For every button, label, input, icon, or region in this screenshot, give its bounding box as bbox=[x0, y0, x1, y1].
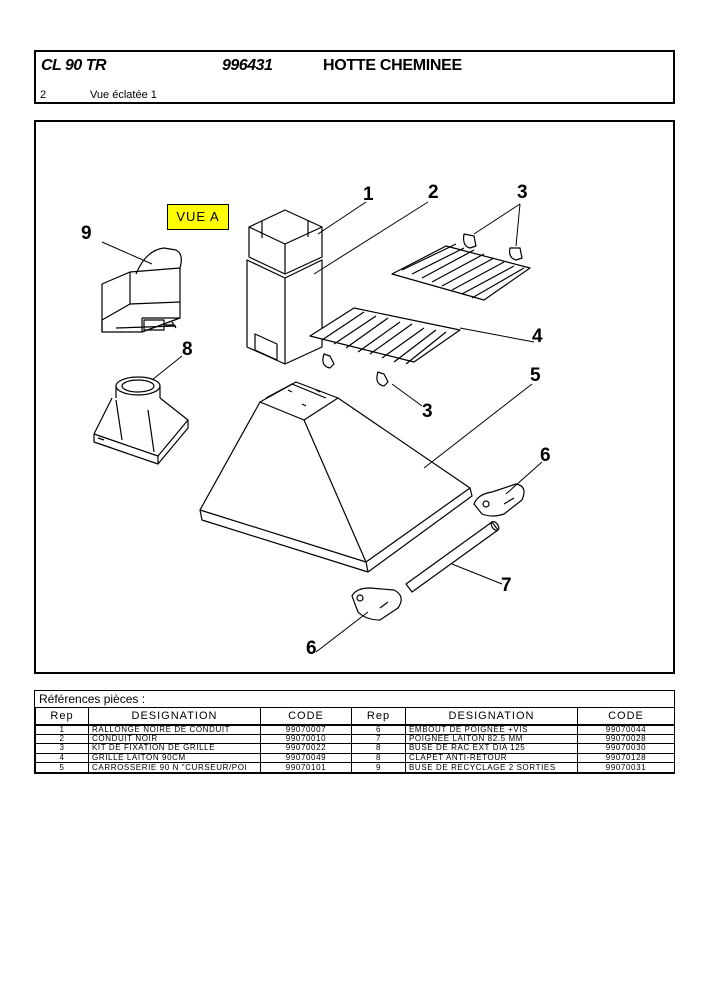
exploded-view-drawing: VUE A 1 2 3 9 4 8 5 3 6 7 6 bbox=[34, 120, 675, 674]
callout-3-top: 3 bbox=[517, 182, 528, 203]
designation-cell: CARROSSERIE 90 N "CURSEUR/POI bbox=[88, 762, 261, 773]
callout-5: 5 bbox=[530, 365, 541, 386]
code-cell: 99070049 bbox=[260, 753, 352, 764]
duct-drawing bbox=[246, 259, 323, 365]
rep-cell: 6 bbox=[351, 724, 406, 735]
rep-cell: 2 bbox=[35, 734, 89, 745]
view-title: Vue éclatée 1 bbox=[90, 89, 157, 101]
handle-end-drawing bbox=[351, 483, 525, 621]
code-cell: 99070101 bbox=[260, 762, 352, 773]
rep-cell: 9 bbox=[351, 762, 406, 773]
callout-1: 1 bbox=[363, 184, 374, 205]
parts-title: Références pièces : bbox=[39, 692, 146, 706]
rep-cell: 7 bbox=[351, 734, 406, 745]
header-rep: Rep bbox=[35, 707, 89, 726]
table-row: 2 CONDUIT NOIR 99070010 7 POIGNEE LAITON… bbox=[35, 734, 675, 745]
rep-cell: 8 bbox=[351, 743, 406, 754]
designation-cell: RALLONGE NOIRE DE CONDUIT bbox=[88, 724, 261, 735]
exploded-view-svg bbox=[93, 201, 543, 653]
header-designation: DESIGNATION bbox=[88, 707, 261, 726]
grille-drawing bbox=[309, 243, 531, 365]
code-cell: 99070022 bbox=[260, 743, 352, 754]
table-row: 4 GRILLE LAITON 90CM 99070049 8 CLAPET A… bbox=[35, 753, 675, 764]
model-name: CL 90 TR bbox=[41, 57, 107, 74]
callout-9: 9 bbox=[81, 223, 92, 244]
table-row: 3 KIT DE FIXATION DE GRILLE 99070022 8 B… bbox=[35, 743, 675, 754]
header-code: CODE bbox=[260, 707, 352, 726]
designation-cell: BUSE DE RECYCLAGE 2 SORTIES bbox=[405, 762, 578, 773]
code-cell: 99070028 bbox=[577, 734, 675, 745]
header-designation: DESIGNATION bbox=[405, 707, 578, 726]
callout-7: 7 bbox=[501, 575, 512, 596]
rep-cell: 1 bbox=[35, 724, 89, 735]
callout-6-bottom: 6 bbox=[306, 638, 317, 659]
handle-rod-drawing bbox=[405, 520, 500, 593]
parts-table-header: Rep DESIGNATION CODE Rep DESIGNATION COD… bbox=[35, 707, 675, 726]
header-code: CODE bbox=[577, 707, 675, 726]
callout-4: 4 bbox=[532, 326, 543, 347]
recycling-nozzle-drawing bbox=[101, 247, 182, 333]
callout-8: 8 bbox=[182, 339, 193, 360]
chimney-extension-drawing bbox=[248, 209, 323, 275]
designation-cell: POIGNEE LAITON 82.5 MM bbox=[405, 734, 578, 745]
table-row: 1 RALLONGE NOIRE DE CONDUIT 99070007 6 E… bbox=[35, 724, 675, 735]
product-code: 996431 bbox=[222, 57, 273, 74]
exhaust-nozzle-drawing bbox=[93, 376, 189, 465]
view-a-label: VUE A bbox=[167, 204, 229, 230]
page-number: 2 bbox=[40, 89, 47, 101]
hood-body-drawing bbox=[199, 381, 473, 573]
callout-3-bottom: 3 bbox=[422, 401, 433, 422]
designation-cell: BUSE DE RAC EXT DIA 125 bbox=[405, 743, 578, 754]
designation-cell: EMBOUT DE POIGNEE +VIS bbox=[405, 724, 578, 735]
header-rep: Rep bbox=[351, 707, 406, 726]
code-cell: 99070031 bbox=[577, 762, 675, 773]
code-cell: 99070010 bbox=[260, 734, 352, 745]
header-box: CL 90 TR 996431 HOTTE CHEMINEE 2 Vue écl… bbox=[34, 50, 675, 104]
callout-2: 2 bbox=[428, 182, 439, 203]
callout-6-top: 6 bbox=[540, 445, 551, 466]
parts-reference-section: Références pièces : Rep DESIGNATION CODE… bbox=[34, 690, 675, 774]
designation-cell: GRILLE LAITON 90CM bbox=[88, 753, 261, 764]
table-row: 5 CARROSSERIE 90 N "CURSEUR/POI 99070101… bbox=[35, 762, 675, 773]
code-cell: 99070030 bbox=[577, 743, 675, 754]
code-cell: 99070044 bbox=[577, 724, 675, 735]
parts-table: Rep DESIGNATION CODE Rep DESIGNATION COD… bbox=[35, 707, 675, 773]
designation-cell: KIT DE FIXATION DE GRILLE bbox=[88, 743, 261, 754]
code-cell: 99070007 bbox=[260, 724, 352, 735]
rep-cell: 4 bbox=[35, 753, 89, 764]
rep-cell: 8 bbox=[351, 753, 406, 764]
grille-clip-drawing bbox=[322, 233, 523, 387]
rep-cell: 3 bbox=[35, 743, 89, 754]
rep-cell: 5 bbox=[35, 762, 89, 773]
callout-leader-lines bbox=[101, 201, 543, 653]
code-cell: 99070128 bbox=[577, 753, 675, 764]
product-name: HOTTE CHEMINEE bbox=[323, 57, 462, 74]
designation-cell: CLAPET ANTI-RETOUR bbox=[405, 753, 578, 764]
designation-cell: CONDUIT NOIR bbox=[88, 734, 261, 745]
